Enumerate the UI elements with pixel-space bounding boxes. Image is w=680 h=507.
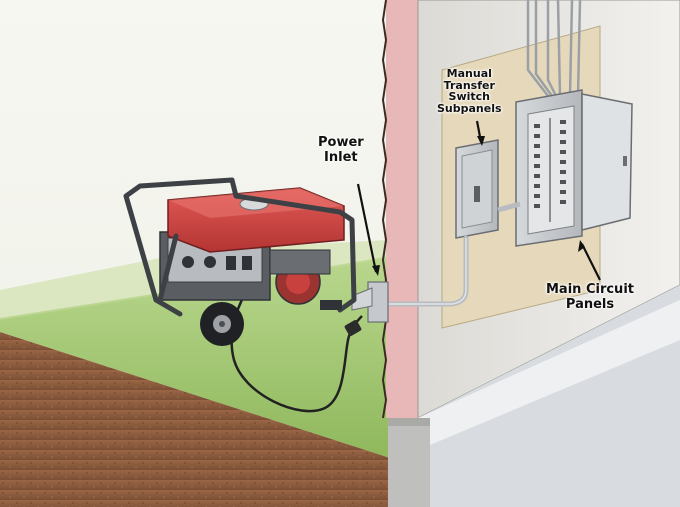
power-inlet-label: Power Inlet — [318, 135, 364, 166]
breakers — [534, 120, 566, 208]
door-latch — [623, 156, 627, 166]
conduit-link — [497, 201, 521, 213]
main-panels-label-line: Panels — [565, 296, 615, 312]
main-panel-door — [581, 93, 633, 231]
wall-siding — [386, 0, 418, 418]
main-panels-label: Main Circuit Panels — [546, 282, 634, 313]
conduit-inlet-highlight — [384, 238, 467, 305]
power-inlet-plug-side — [351, 287, 373, 311]
transfer-switch-label-line: Manual — [446, 67, 492, 80]
soil — [0, 332, 390, 507]
transfer-switch-label-line: Subpanels — [437, 101, 502, 115]
floor-top — [418, 300, 680, 445]
transfer-switch-label-line: Switch — [448, 90, 490, 104]
siding-edge — [381, 0, 388, 419]
transfer-switch-handle — [474, 186, 480, 202]
transfer-switch-label-line: Transfer — [443, 78, 495, 92]
foundation-top — [388, 418, 430, 426]
transfer-switch-label: Manual Transfer Switch Subpanels — [437, 68, 502, 114]
power-inlet-label-line: Inlet — [324, 149, 358, 165]
foundation — [388, 418, 430, 507]
main-panels-label-line: Main Circuit — [546, 282, 634, 297]
service-wires — [526, 0, 582, 97]
power-inlet-label-line: Power — [318, 135, 364, 150]
cord-plug — [344, 320, 362, 336]
generator — [123, 177, 357, 346]
pointer-arrows — [356, 120, 601, 281]
generator-frame — [123, 177, 357, 317]
